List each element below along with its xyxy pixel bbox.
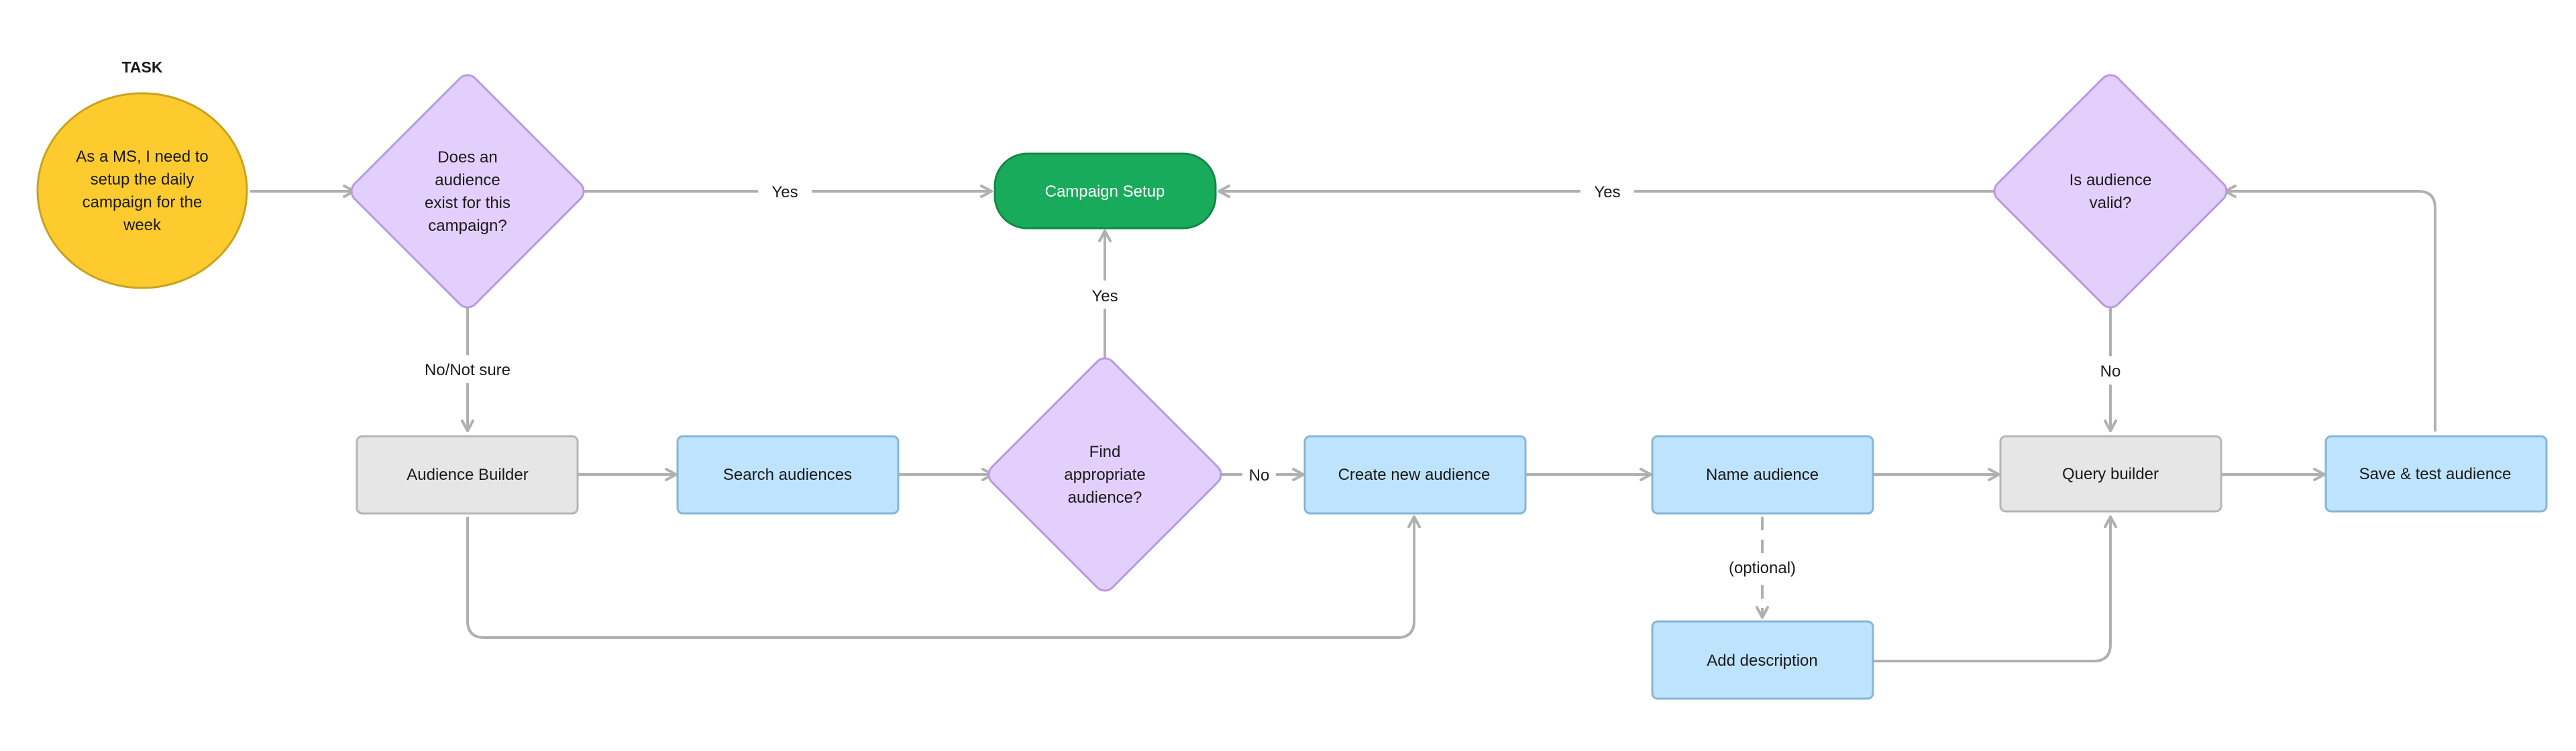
node-label-line: setup the daily bbox=[91, 170, 195, 189]
node-label-line: valid? bbox=[2090, 194, 2132, 212]
node-label: Search audiences bbox=[723, 466, 852, 484]
edge-label-valid-yes: Yes bbox=[1594, 183, 1620, 201]
node-label: Create new audience bbox=[1338, 466, 1491, 484]
node-label-line: Find bbox=[1089, 443, 1121, 461]
decision-is-audience-valid[interactable]: Is audience valid? bbox=[1990, 70, 2231, 311]
node-label-line: audience bbox=[435, 171, 500, 189]
create-new-audience-node[interactable]: Create new audience bbox=[1303, 435, 1527, 515]
edge-label-not-sure: No/Not sure bbox=[425, 361, 511, 379]
label-bg bbox=[2090, 356, 2131, 385]
terminal-shape bbox=[994, 152, 1217, 230]
task-node[interactable]: As a MS, I need to setup the daily campaig… bbox=[36, 92, 248, 289]
decision-does-audience-exist[interactable]: Does an audience exist for this campaign? bbox=[347, 70, 588, 311]
process-shape bbox=[676, 435, 900, 515]
label-bg bbox=[414, 355, 521, 383]
diamond-shape bbox=[987, 357, 1222, 592]
node-label-line: exist for this bbox=[425, 194, 511, 212]
node-label-line: As a MS, I need to bbox=[76, 148, 208, 166]
node-label-line: appropriate bbox=[1064, 466, 1145, 484]
node-label: Add description bbox=[1707, 652, 1817, 670]
label-bg bbox=[1580, 177, 1634, 205]
edge-label-exist-yes: Yes bbox=[771, 183, 798, 201]
node-label: Campaign Setup bbox=[1045, 183, 1165, 201]
node-label-line: Is audience bbox=[2070, 171, 2152, 189]
name-audience-node[interactable]: Name audience bbox=[1651, 435, 1874, 515]
search-audiences-node[interactable]: Search audiences bbox=[676, 435, 900, 515]
process-shape bbox=[1303, 435, 1527, 515]
label-bg bbox=[1722, 553, 1803, 581]
node-label-line: campaign for the bbox=[83, 193, 203, 211]
audience-builder-node[interactable]: Audience Builder bbox=[356, 435, 579, 515]
edge-label-find-yes: Yes bbox=[1091, 287, 1118, 305]
node-label: Find appropriate audience? bbox=[1064, 443, 1145, 507]
save-test-audience-node[interactable]: Save & test audience bbox=[2324, 435, 2548, 513]
decision-find-appropriate-audience[interactable]: Find appropriate audience? bbox=[984, 354, 1225, 595]
edge-save-to-valid bbox=[2224, 185, 2436, 432]
node-label-line: week bbox=[123, 216, 162, 234]
process-shape bbox=[356, 435, 579, 515]
edge-labels: Yes Yes Yes No/Not sure No No (optional) bbox=[414, 177, 2131, 581]
task-heading: TASK bbox=[122, 58, 163, 76]
campaign-setup-node[interactable]: Campaign Setup bbox=[994, 152, 1217, 230]
node-label: Is audience valid? bbox=[2070, 171, 2152, 212]
query-builder-node[interactable]: Query builder bbox=[1999, 435, 2222, 513]
edge-label-find-no: No bbox=[1249, 466, 1270, 485]
process-shape bbox=[2324, 435, 2548, 513]
diamond-shape bbox=[1993, 74, 2228, 309]
node-label-line: Search audiences bbox=[723, 466, 852, 484]
process-shape bbox=[1651, 435, 1874, 515]
process-shape bbox=[1651, 620, 1874, 700]
node-label: Query builder bbox=[2062, 465, 2159, 483]
edge-label-valid-no: No bbox=[2100, 362, 2121, 381]
edge-label-optional: (optional) bbox=[1729, 559, 1796, 577]
node-label: Audience Builder bbox=[407, 466, 528, 484]
node-label-line: Query builder bbox=[2062, 465, 2159, 483]
node-label-line: Name audience bbox=[1706, 466, 1819, 484]
node-label: Save & test audience bbox=[2359, 465, 2512, 483]
node-label-line: Save & test audience bbox=[2359, 465, 2512, 483]
node-label-line: audience? bbox=[1068, 489, 1142, 507]
label-bg bbox=[1078, 281, 1132, 309]
label-bg bbox=[758, 177, 812, 205]
node-label: As a MS, I need to setup the daily campaig… bbox=[76, 148, 208, 234]
node-label-line: Does an bbox=[437, 148, 497, 166]
node-label: Name audience bbox=[1706, 466, 1819, 484]
node-label: Does an audience exist for this campaign? bbox=[425, 148, 511, 235]
task-circle-shape bbox=[36, 92, 248, 289]
label-bg bbox=[1242, 460, 1276, 489]
edge-description-to-query bbox=[1874, 515, 2117, 662]
node-label-line: Create new audience bbox=[1338, 466, 1491, 484]
edge-builder-to-create bbox=[466, 515, 1421, 639]
node-label-line: Campaign Setup bbox=[1045, 183, 1165, 201]
add-description-node[interactable]: Add description bbox=[1651, 620, 1874, 700]
diamond-shape bbox=[350, 74, 585, 309]
node-label-line: Audience Builder bbox=[407, 466, 528, 484]
process-shape bbox=[1999, 435, 2222, 513]
node-label-line: campaign? bbox=[428, 217, 506, 235]
node-label-line: Add description bbox=[1707, 652, 1817, 670]
